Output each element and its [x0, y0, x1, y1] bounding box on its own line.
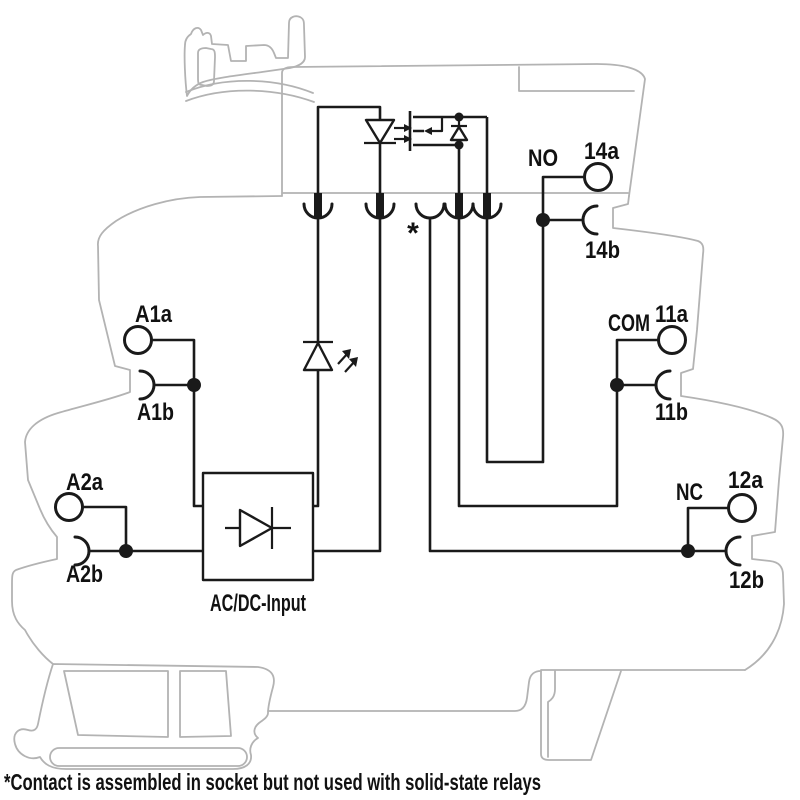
socket-contacts: *	[302, 193, 503, 250]
label-no: NO	[528, 145, 558, 172]
foot-panel-right	[179, 670, 232, 738]
terminal-group-11: COM 11a 11b	[608, 301, 689, 426]
mosfet-drive-arrowhead	[424, 127, 432, 135]
rectifier-diode	[225, 507, 291, 549]
contact-pin	[483, 193, 491, 219]
terminal-11a	[657, 325, 687, 355]
contact-pin	[376, 193, 384, 219]
terminal-group-12: NC 12a 12b	[676, 467, 764, 594]
label-a2b: A2b	[66, 561, 103, 588]
terminal-a2a	[54, 492, 84, 522]
label-a1a: A1a	[135, 301, 173, 328]
release-latch	[540, 670, 622, 761]
drain-to-no-wire	[485, 175, 584, 464]
label-12b: 12b	[729, 567, 764, 594]
label-14b: 14b	[585, 237, 620, 264]
socket-contact-arc	[302, 202, 334, 220]
terminal-12a	[727, 493, 757, 523]
relay-socket-outline	[281, 63, 646, 197]
socket-contact-arc	[364, 202, 396, 220]
junction-dot-a1	[187, 378, 201, 392]
mosfet-drive-arrow-line	[431, 117, 444, 133]
terminal-a2b-socket	[73, 535, 91, 567]
housing-left-profile	[11, 195, 283, 665]
socket-contact-arc	[471, 202, 503, 220]
terminal-group-a2: A2a A2b	[54, 469, 203, 588]
terminal-14b-socket	[581, 204, 599, 236]
label-11a: 11a	[655, 301, 689, 328]
indicator-led-branch	[302, 218, 358, 508]
indicator-light-arrows	[337, 349, 358, 373]
opto-input-wire	[316, 105, 382, 200]
housing-right-profile	[612, 195, 785, 671]
light-arrows	[394, 124, 412, 143]
label-nc: NC	[676, 479, 703, 506]
terminal-a1a	[123, 325, 153, 355]
source-to-com-wire	[457, 219, 658, 508]
terminal-11b-socket	[654, 369, 672, 401]
indicator-led-triangle	[302, 341, 334, 372]
opto-led	[364, 118, 412, 200]
contact-pin	[455, 193, 463, 219]
contact-pin	[314, 193, 322, 219]
socket-contact-arc	[443, 202, 475, 220]
acdc-input-label: AC/DC-Input	[210, 590, 306, 617]
terminal-12b-socket	[724, 535, 742, 567]
label-11b: 11b	[655, 399, 688, 426]
opto-led-triangle	[364, 118, 396, 145]
junction-dot	[454, 112, 464, 122]
label-12a: 12a	[728, 467, 764, 494]
terminal-group-a1: A1a A1b	[123, 301, 203, 508]
unused-contact-to-nc-wire	[428, 218, 688, 553]
mosfet-symbol	[408, 111, 487, 151]
junction-dot-com	[610, 378, 624, 392]
housing-outline	[11, 15, 785, 770]
contact2-return-wire	[313, 219, 382, 553]
terminal-group-14: NO 14a 14b	[528, 138, 620, 264]
latch-hole	[197, 47, 216, 87]
din-rail-edge	[267, 670, 542, 712]
optocoupler-circuit	[316, 105, 489, 200]
junction-dot-no	[536, 213, 550, 227]
label-14a: 14a	[584, 138, 620, 165]
relay-socket-inner-step	[518, 66, 635, 92]
mosfet-channel-stubs	[413, 115, 424, 147]
12a-wire	[686, 506, 728, 551]
terminal-a1b-socket	[138, 369, 156, 401]
diode-triangle	[449, 125, 469, 142]
foot-outline	[13, 663, 275, 770]
label-com: COM	[608, 310, 650, 337]
label-a2a: A2a	[66, 469, 104, 496]
latch-spring-band	[185, 79, 315, 103]
wiring	[302, 175, 695, 558]
acdc-input-block: AC/DC-Input	[201, 471, 315, 617]
din-rail-foot	[13, 663, 746, 770]
latch-detail	[183, 15, 315, 103]
socket-contact-arc-unused	[414, 202, 446, 220]
a2-wire	[83, 505, 203, 553]
foot-panel-left	[63, 670, 169, 738]
terminal-14a	[583, 162, 613, 192]
latch-outline	[183, 15, 306, 97]
label-a1b: A1b	[137, 399, 174, 426]
foot-slot	[49, 747, 248, 767]
footnote: *Contact is assembled in socket but not …	[4, 769, 541, 795]
unused-contact-star: *	[407, 217, 419, 250]
a1-wire	[152, 338, 203, 508]
junction-dot-a2	[119, 544, 133, 558]
